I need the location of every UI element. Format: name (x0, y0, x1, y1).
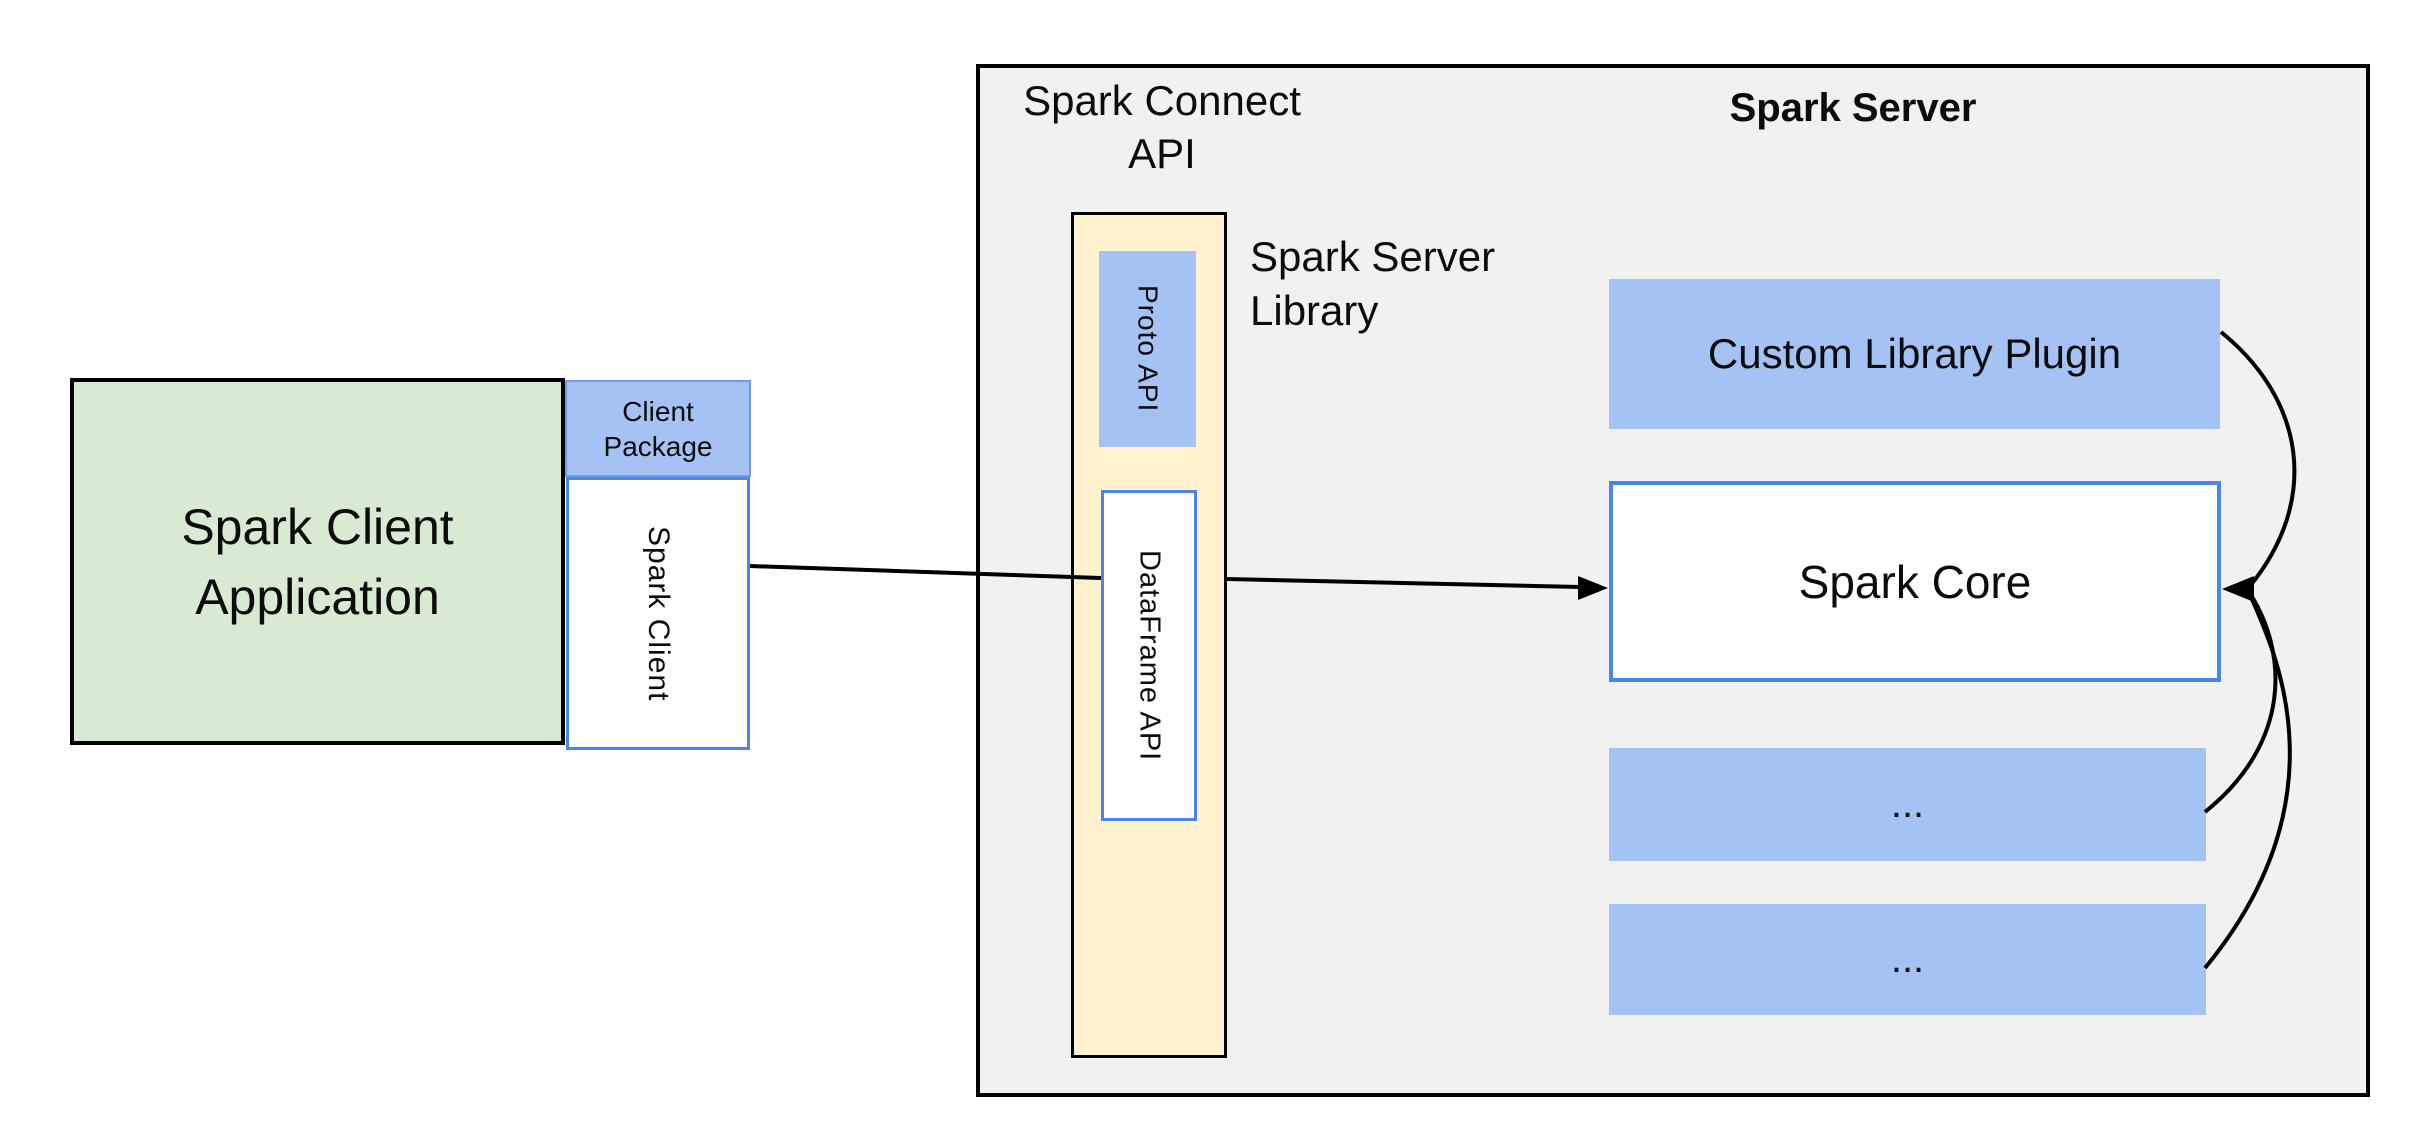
dataframe-api-label: DataFrame API (1133, 549, 1166, 762)
dataframe-api-box: DataFrame API (1101, 490, 1197, 821)
spark-client-application-box: Spark Client Application (70, 378, 565, 745)
spark-client-box: Spark Client (566, 477, 750, 750)
spark-server-library-label-line2: Library (1250, 287, 1379, 334)
client-package-box: Client Package (565, 380, 751, 477)
spark-core-label: Spark Core (1798, 555, 2032, 608)
proto-api-box: Proto API (1099, 251, 1196, 447)
client-package-label-line2: Package (603, 430, 713, 462)
proto-api-label: Proto API (1132, 285, 1164, 413)
placeholder-plugin-box-1-label: ... (1890, 782, 1925, 826)
spark-server-title: Spark Server (1729, 86, 1977, 130)
placeholder-plugin-box-2: ... (1609, 904, 2206, 1015)
custom-library-plugin-label: Custom Library Plugin (1707, 330, 2122, 377)
spark-client-application-label: Spark Client Application (181, 492, 453, 632)
spark-core-box: Spark Core (1609, 481, 2221, 682)
spark-client-application-label-line2: Application (195, 568, 440, 625)
spark-connect-api-label: Spark Connect API (1000, 74, 1324, 180)
spark-client-label: Spark Client (642, 525, 675, 702)
spark-server-library-label: Spark Server Library (1250, 230, 1590, 338)
placeholder-plugin-box-1: ... (1609, 748, 2206, 861)
client-package-label: Client Package (604, 394, 713, 464)
custom-library-plugin-box: Custom Library Plugin (1609, 279, 2220, 429)
spark-server-library-label-line1: Spark Server (1250, 233, 1496, 280)
placeholder-plugin-box-2-label: ... (1890, 937, 1925, 981)
spark-connect-api-label-line2: API (1128, 130, 1196, 177)
spark-client-application-label-line1: Spark Client (181, 498, 454, 555)
spark-connect-api-label-line1: Spark Connect (1023, 77, 1301, 124)
client-package-label-line1: Client (622, 395, 694, 427)
